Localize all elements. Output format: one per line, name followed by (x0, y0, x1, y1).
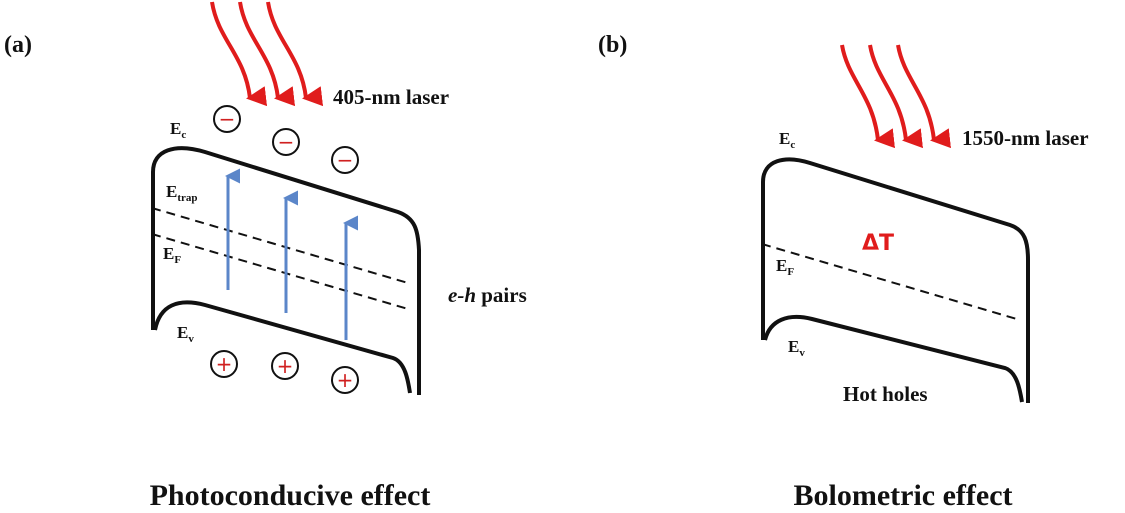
svg-text:−: − (337, 148, 354, 172)
svg-text:−: − (219, 107, 236, 131)
ec-label-a: Ec (170, 119, 186, 141)
electron-3: − (331, 146, 359, 174)
valence-band-a (153, 300, 412, 394)
hole-3: + (331, 366, 359, 394)
trap-level-a (151, 207, 409, 284)
ef-label-a: EF (163, 244, 181, 266)
etrap-label: Etrap (166, 182, 198, 204)
hole-2: + (271, 352, 299, 380)
eh-pairs-label: e-h pairs (448, 283, 527, 307)
conduction-band-b (761, 157, 1030, 403)
ef-label-b: EF (776, 256, 794, 278)
electron-1: − (213, 105, 241, 133)
electron-2: − (272, 128, 300, 156)
laser-arrows-405 (210, 1, 324, 107)
excitation-arrows (225, 168, 358, 340)
valence-band-b (763, 314, 1024, 403)
laser-1550-label: 1550-nm laser (962, 126, 1089, 150)
svg-text:+: + (337, 368, 354, 392)
panel-b: (b) 1550-nm laser Ec ΔT EF Ev Hot holes … (598, 32, 1089, 512)
laser-405-label: 405-nm laser (333, 85, 449, 109)
electrons: − − − (213, 105, 359, 174)
panel-a-label: (a) (4, 32, 32, 58)
hole-1: + (210, 350, 238, 378)
ev-label-a: Ev (177, 323, 194, 345)
conduction-band-a (151, 146, 421, 395)
svg-text:−: − (278, 130, 295, 154)
delta-t-label: ΔT (862, 231, 894, 256)
caption-a: Photoconducive effect (150, 479, 431, 512)
svg-text:+: + (277, 354, 294, 378)
caption-b: Bolometric effect (793, 479, 1012, 512)
ec-label-b: Ec (779, 129, 795, 151)
panel-b-label: (b) (598, 32, 627, 58)
laser-arrows-1550 (840, 44, 952, 149)
panel-a: (a) 405-nm laser Ec − − − Etrap EF (4, 1, 527, 512)
hot-holes-label: Hot holes (843, 382, 928, 406)
ev-label-b: Ev (788, 337, 805, 359)
svg-text:+: + (216, 352, 233, 376)
holes: + + + (210, 350, 359, 394)
